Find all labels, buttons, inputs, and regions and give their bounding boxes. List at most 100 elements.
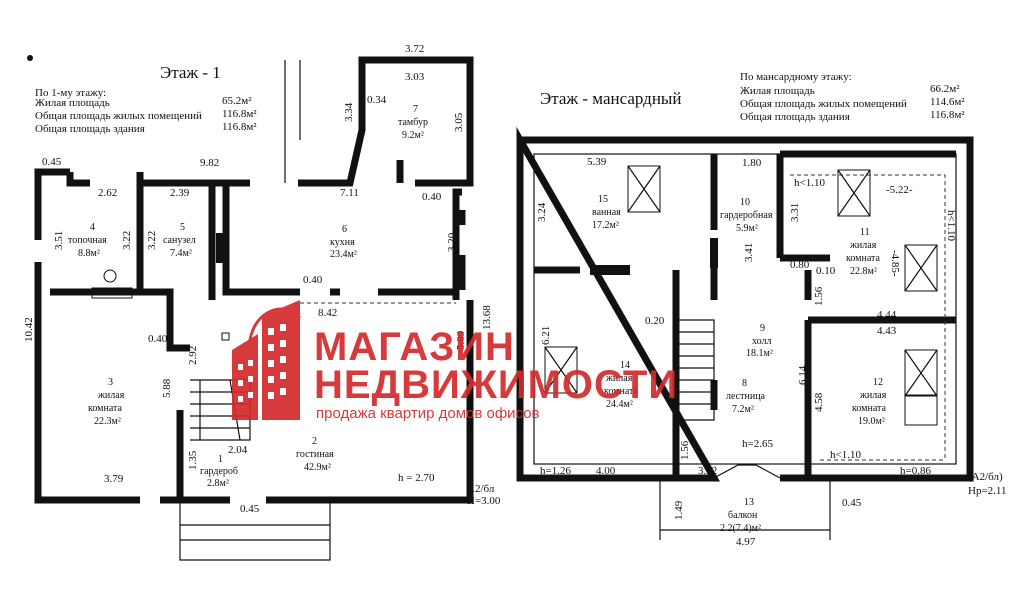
svg-text:5.9м²: 5.9м²: [736, 223, 758, 234]
svg-text:6.14: 6.14: [797, 365, 809, 385]
floor1-title: Этаж - 1: [160, 63, 221, 82]
floor1-row-value: 116.8м²: [222, 108, 257, 120]
watermark-tagline: продажа квартир домов офисов: [316, 405, 540, 422]
svg-text:3.34: 3.34: [343, 102, 355, 122]
svg-text:0.20: 0.20: [645, 315, 665, 327]
svg-text:h<1.10: h<1.10: [830, 449, 861, 461]
svg-text:балкон: балкон: [728, 510, 758, 521]
svg-text:18.1м²: 18.1м²: [746, 348, 773, 359]
floor1-chimney: [216, 233, 224, 263]
attic-room-10: 10 гардеробная 5.9м²: [720, 197, 773, 234]
attic-outer-wall: [516, 126, 974, 482]
svg-text:комната: комната: [846, 253, 881, 264]
svg-text:0.45: 0.45: [240, 503, 260, 515]
svg-text:6.21: 6.21: [540, 326, 552, 345]
svg-text:1.56: 1.56: [679, 440, 691, 460]
svg-text:0.80: 0.80: [790, 259, 810, 271]
floor1-room-1: 1 гардероб 2.8м²: [200, 454, 238, 489]
svg-text:2.04: 2.04: [228, 444, 248, 456]
attic-plan: Этаж - мансардный По мансардному этажу: …: [516, 71, 1007, 548]
svg-text:5.89: 5.89: [455, 330, 467, 350]
svg-text:11: 11: [860, 227, 870, 238]
attic-summary-heading: По мансардному этажу:: [740, 71, 852, 83]
attic-room-11: 11 жилая комната 22.8м²: [846, 227, 881, 277]
attic-room-13: 13 балкон 2.2(7.4)м²: [720, 497, 761, 534]
svg-text:10.42: 10.42: [23, 317, 35, 342]
attic-row-value: 116.8м²: [930, 109, 965, 121]
svg-text:3: 3: [108, 377, 113, 388]
attic-row-value: 114.6м²: [930, 96, 965, 108]
floor1-height: Н=3.00: [467, 495, 501, 507]
svg-text:0.45: 0.45: [842, 497, 862, 509]
svg-text:3.22: 3.22: [121, 231, 133, 250]
attic-room-9: 9 холл 18.1м²: [746, 323, 773, 359]
svg-text:24.4м²: 24.4м²: [606, 399, 633, 410]
svg-text:4.43: 4.43: [877, 325, 897, 337]
svg-text:жилая: жилая: [97, 390, 125, 401]
svg-text:9: 9: [760, 323, 765, 334]
svg-text:3.24: 3.24: [536, 202, 548, 222]
svg-text:14: 14: [620, 360, 630, 371]
floor1-summary-heading: По 1-му этажу:: [35, 87, 106, 99]
svg-text:8: 8: [742, 378, 747, 389]
floor1-stamp: А2/бл: [467, 483, 495, 495]
svg-text:3.41: 3.41: [743, 243, 755, 262]
svg-text:2.8м²: 2.8м²: [207, 478, 229, 489]
floor1-room-2: 2 гостиная 42.9м²: [296, 436, 334, 473]
svg-text:7: 7: [413, 104, 418, 115]
svg-text:гардероб: гардероб: [200, 466, 238, 477]
marker-dot: [27, 55, 33, 61]
svg-text:1.56: 1.56: [813, 286, 825, 306]
attic-room-8: 8 лестница 7.2м²: [726, 378, 766, 415]
svg-text:10: 10: [740, 197, 750, 208]
attic-row-label: Общая площадь здания: [740, 111, 850, 123]
floor1-column: [221, 332, 230, 341]
svg-text:7.4м²: 7.4м²: [170, 248, 192, 259]
svg-text:h<1.10: h<1.10: [794, 177, 825, 189]
svg-text:топочная: топочная: [68, 235, 107, 246]
svg-text:1.80: 1.80: [742, 157, 762, 169]
svg-text:4.97: 4.97: [736, 536, 756, 548]
floor1-dimensions: 3.72 3.03 3.34 0.34 3.05 0.45 9.82 2.62 …: [23, 43, 493, 515]
svg-text:15: 15: [598, 194, 608, 205]
svg-text:комната: комната: [852, 403, 887, 414]
floor1-row-label: Общая площадь жилых помещений: [35, 110, 202, 122]
watermark-line1: МАГАЗИН: [314, 325, 515, 369]
svg-text:кухня: кухня: [330, 237, 355, 248]
attic-height: Нр=2.11: [968, 485, 1007, 497]
svg-text:13: 13: [744, 497, 754, 508]
svg-text:2.39: 2.39: [170, 187, 190, 199]
svg-text:0.45: 0.45: [42, 156, 62, 168]
svg-text:13.68: 13.68: [481, 305, 493, 330]
floor1-row-label: Жилая площадь: [35, 97, 110, 109]
attic-row-value: 66.2м²: [930, 83, 960, 95]
svg-text:3.05: 3.05: [453, 112, 465, 132]
svg-text:5.88: 5.88: [161, 378, 173, 398]
floor1-interior-wall: [50, 160, 456, 500]
svg-text:0.40: 0.40: [422, 191, 442, 203]
svg-text:4.44: 4.44: [877, 309, 897, 321]
svg-text:0.10: 0.10: [816, 265, 836, 277]
attic-skylights: [544, 165, 938, 426]
svg-text:-5.22-: -5.22-: [886, 184, 913, 196]
watermark-logo: МАГАЗИН НЕДВИЖИМОСТИ продажа квартир дом…: [232, 300, 677, 422]
floor1-row-value: 116.8м²: [222, 121, 257, 133]
svg-text:3.92: 3.92: [698, 465, 717, 477]
svg-text:санузел: санузел: [163, 235, 196, 246]
svg-text:h<1.10: h<1.10: [945, 210, 957, 241]
attic-room-15: 15 ванная 17.2м²: [592, 194, 621, 231]
svg-text:4.58: 4.58: [813, 392, 825, 412]
floor1-row-value: 65.2м²: [222, 95, 252, 107]
svg-text:комната: комната: [88, 403, 123, 414]
svg-text:8.42: 8.42: [318, 307, 337, 319]
svg-text:4.00: 4.00: [596, 465, 616, 477]
floor1-room-3: 3 жилая комната 22.3м²: [88, 377, 125, 427]
svg-text:3.72: 3.72: [405, 43, 424, 55]
svg-text:3.03: 3.03: [405, 71, 425, 83]
svg-text:тамбур: тамбур: [398, 117, 428, 128]
attic-title: Этаж - мансардный: [540, 89, 681, 108]
svg-text:3.51: 3.51: [53, 231, 65, 250]
svg-text:гостиная: гостиная: [296, 449, 334, 460]
floor1-plan: Этаж - 1 По 1-му этажу: Жилая площадь 65…: [23, 43, 501, 561]
svg-text:0.34: 0.34: [367, 94, 387, 106]
